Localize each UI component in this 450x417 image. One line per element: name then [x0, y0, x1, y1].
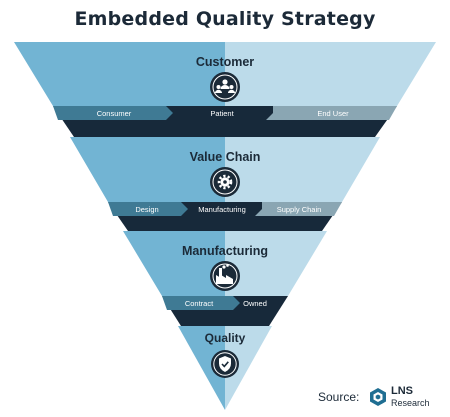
customer-tab-consumer-shape: [53, 106, 173, 120]
level-label: Value Chain: [190, 150, 261, 164]
tab-label: End User: [317, 109, 349, 118]
manufacturing-right-face: [225, 231, 327, 296]
level-label: Quality: [205, 331, 246, 345]
page-title: Embedded Quality Strategy: [74, 8, 376, 30]
people-icon: [210, 72, 240, 102]
quality-left-face: [178, 326, 225, 410]
level-label: Manufacturing: [182, 244, 268, 258]
level-label: Customer: [196, 55, 254, 69]
tab-label: Manufacturing: [198, 205, 246, 214]
customer-right-face: [225, 42, 436, 106]
gear-icon: [210, 167, 240, 197]
level-quality: Quality: [178, 326, 272, 410]
level-manufacturing: Manufacturing Contract Owned: [123, 231, 327, 326]
value-chain-right-face: [225, 137, 380, 202]
customer-left-face: [14, 42, 225, 106]
tab-label: Supply Chain: [277, 205, 322, 214]
brand-subtitle: Research: [391, 398, 430, 408]
shield-check-icon: [211, 350, 239, 378]
customer-tab-enduser-shape: [266, 106, 397, 120]
value-chain-tab-design-shape: [108, 202, 188, 216]
factory-icon: [210, 261, 240, 291]
quality-right-face: [225, 326, 272, 410]
level-customer: Customer Consumer Patient End User: [14, 42, 436, 137]
manufacturing-left-face: [123, 231, 225, 296]
tab-label: Owned: [243, 299, 267, 308]
brand-name: LNS: [391, 385, 413, 397]
value-chain-tab-supply-shape: [255, 202, 342, 216]
tab-label: Consumer: [97, 109, 132, 118]
level-value-chain: Value Chain Design Manufacturing Supply …: [70, 137, 380, 231]
value-chain-left-face: [70, 137, 225, 202]
tab-label: Contract: [185, 299, 214, 308]
manufacturing-tab-contract-shape: [162, 296, 240, 310]
lns-logo-icon: [370, 388, 386, 406]
tab-label: Design: [135, 205, 158, 214]
source-label: Source:: [318, 390, 360, 404]
tab-label: Patient: [210, 109, 234, 118]
